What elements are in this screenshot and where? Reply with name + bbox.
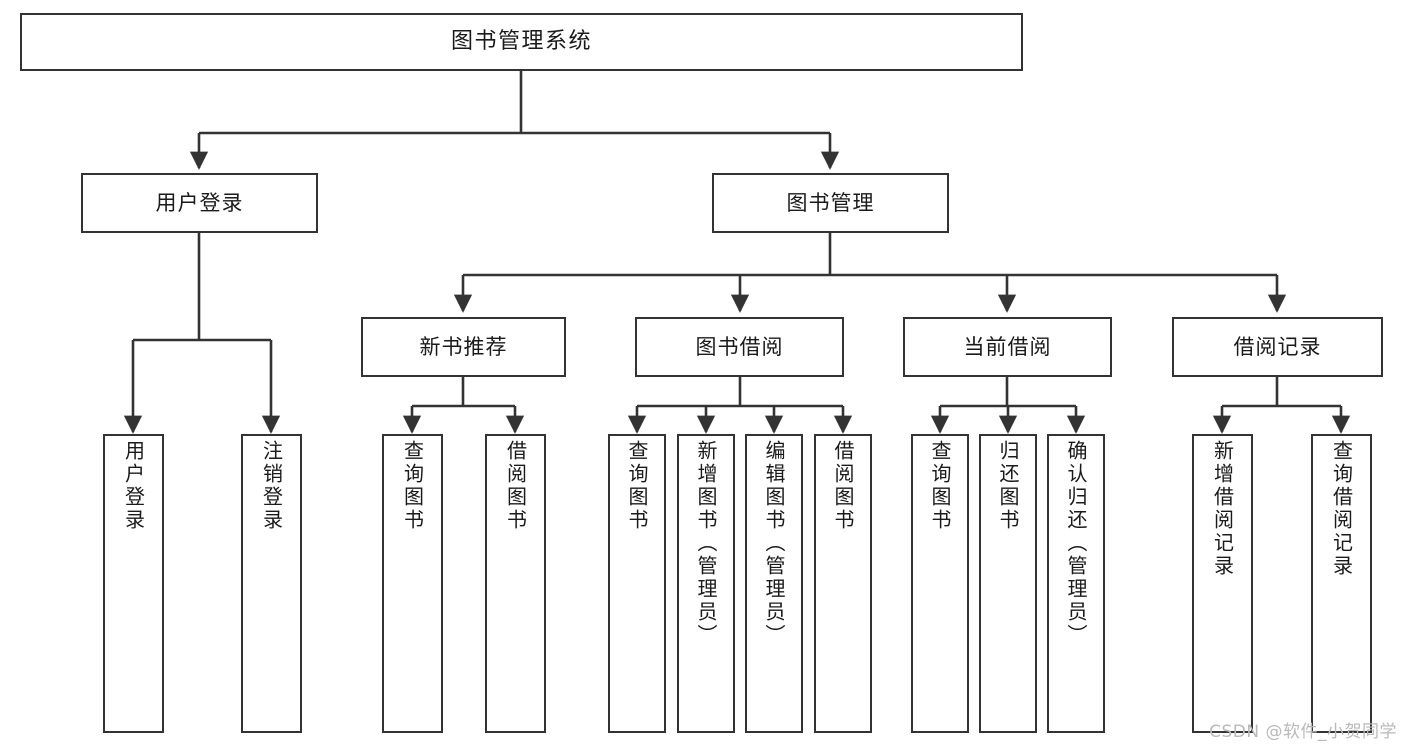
node-user-login[interactable]: 用户登录 xyxy=(81,173,318,233)
node-leaf-user-login[interactable]: 用户登录 xyxy=(103,434,164,733)
node-leaf-add-record-label: 新增借阅记录 xyxy=(1210,440,1235,578)
node-leaf-query-book-2-label: 查询图书 xyxy=(625,440,649,532)
node-leaf-query-book-1-label: 查询图书 xyxy=(400,440,425,532)
node-root-label: 图书管理系统 xyxy=(450,29,592,55)
node-borrow-record-label: 借阅记录 xyxy=(1233,334,1322,359)
node-leaf-return-book-label: 归还图书 xyxy=(996,440,1020,532)
node-current-borrow[interactable]: 当前借阅 xyxy=(903,317,1112,377)
node-leaf-query-book-2[interactable]: 查询图书 xyxy=(608,434,666,733)
watermark: CSDN @软件_小贺同学 xyxy=(1209,722,1397,742)
node-leaf-query-record[interactable]: 查询借阅记录 xyxy=(1311,434,1372,733)
node-leaf-query-record-label: 查询借阅记录 xyxy=(1329,440,1354,578)
node-leaf-user-login-label: 用户登录 xyxy=(121,440,146,532)
node-new-book-rec[interactable]: 新书推荐 xyxy=(361,317,566,377)
node-book-borrow[interactable]: 图书借阅 xyxy=(635,317,844,377)
node-leaf-edit-book-label: 编辑图书（管理员） xyxy=(762,440,786,647)
node-leaf-query-book-1[interactable]: 查询图书 xyxy=(382,434,443,733)
node-leaf-confirm-return-label: 确认归还（管理员） xyxy=(1064,440,1088,647)
node-leaf-query-book-3[interactable]: 查询图书 xyxy=(911,434,969,733)
node-leaf-add-record[interactable]: 新增借阅记录 xyxy=(1192,434,1253,733)
node-leaf-borrow-book-1[interactable]: 借阅图书 xyxy=(485,434,546,733)
node-leaf-confirm-return[interactable]: 确认归还（管理员） xyxy=(1047,434,1105,733)
node-user-login-label: 用户登录 xyxy=(155,190,244,215)
node-borrow-record[interactable]: 借阅记录 xyxy=(1172,317,1383,377)
node-leaf-borrow-book-1-label: 借阅图书 xyxy=(503,440,528,532)
node-leaf-logout[interactable]: 注销登录 xyxy=(241,434,302,733)
node-leaf-add-book-label: 新增图书（管理员） xyxy=(694,440,718,647)
node-current-borrow-label: 当前借阅 xyxy=(963,334,1052,359)
node-leaf-borrow-book-2-label: 借阅图书 xyxy=(831,440,855,532)
node-book-borrow-label: 图书借阅 xyxy=(695,334,784,359)
node-leaf-edit-book[interactable]: 编辑图书（管理员） xyxy=(745,434,803,733)
node-leaf-return-book[interactable]: 归还图书 xyxy=(979,434,1037,733)
node-book-manage[interactable]: 图书管理 xyxy=(712,173,949,233)
node-leaf-add-book[interactable]: 新增图书（管理员） xyxy=(677,434,735,733)
node-root[interactable]: 图书管理系统 xyxy=(20,13,1023,71)
node-book-manage-label: 图书管理 xyxy=(786,190,875,215)
node-new-book-rec-label: 新书推荐 xyxy=(419,334,508,359)
node-leaf-logout-label: 注销登录 xyxy=(259,440,284,532)
node-leaf-query-book-3-label: 查询图书 xyxy=(928,440,952,532)
node-leaf-borrow-book-2[interactable]: 借阅图书 xyxy=(814,434,872,733)
